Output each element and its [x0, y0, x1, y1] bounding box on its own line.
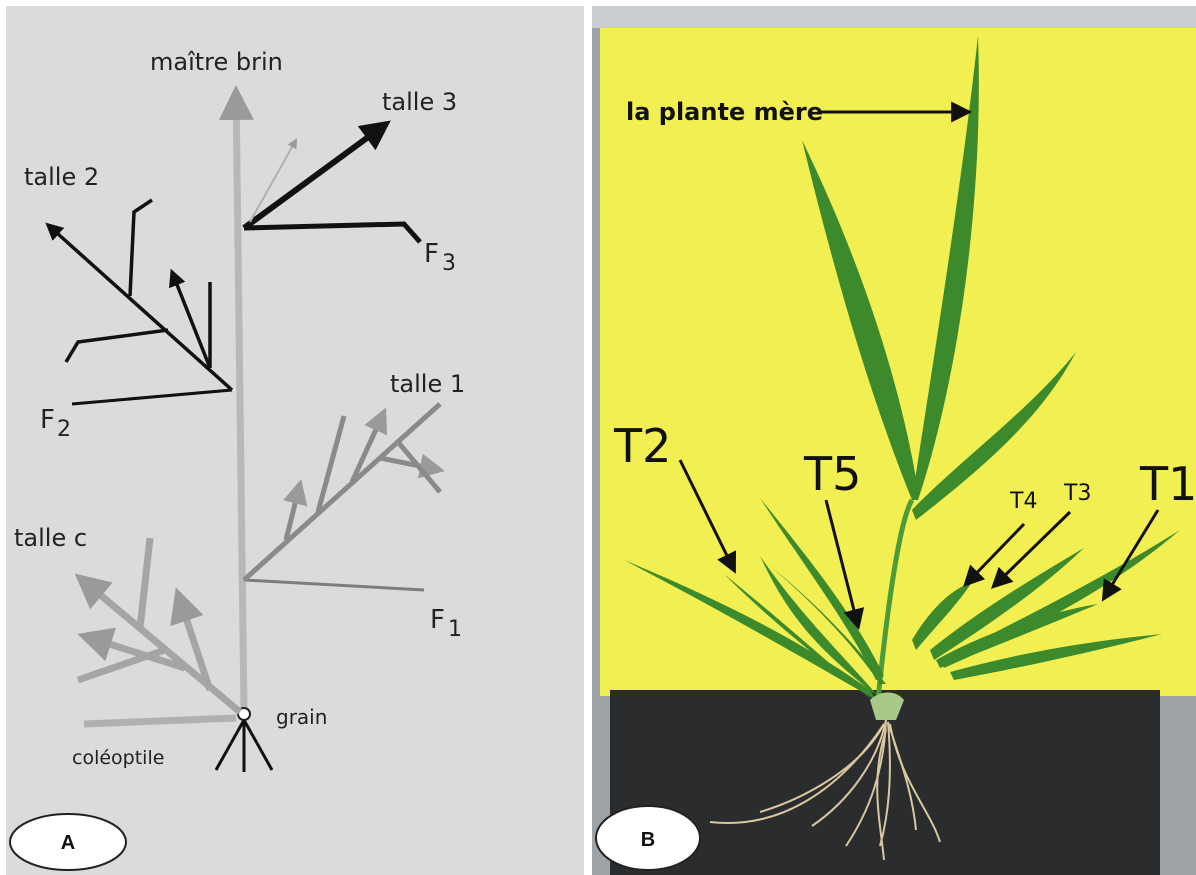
label-tiller-2: talle 2	[24, 163, 99, 191]
label-coleoptile: coléoptile	[72, 747, 164, 769]
svg-text:F: F	[40, 405, 55, 435]
svg-text:3: 3	[442, 251, 456, 276]
label-mother-plant: la plante mère	[626, 98, 823, 126]
label-tiller-3: talle 3	[382, 88, 457, 116]
label-t5: T5	[803, 447, 861, 501]
label-t2: T2	[613, 419, 671, 473]
label-t1: T1	[1139, 457, 1196, 511]
svg-text:F: F	[430, 605, 445, 635]
svg-text:2: 2	[57, 417, 71, 442]
label-grain: grain	[276, 705, 327, 729]
label-t4: T4	[1009, 489, 1037, 514]
label-t3: T3	[1063, 481, 1091, 506]
label-tiller-1: talle 1	[390, 370, 465, 398]
label-main-stem: maître brin	[150, 48, 283, 76]
svg-text:1: 1	[448, 617, 462, 642]
label-tiller-c: talle c	[14, 524, 87, 552]
panel-b-wall-top	[592, 6, 1196, 28]
panel-a-background	[6, 6, 584, 875]
panel-b: la plante mère T2 T5 T4 T3 T1 B	[592, 6, 1196, 875]
panel-a-letter: A	[61, 832, 75, 854]
panel-a: maître brin talle 3 talle 2 talle 1 tall…	[6, 6, 584, 875]
panel-b-letter: B	[641, 829, 655, 851]
svg-text:F: F	[424, 239, 439, 269]
panel-divider	[584, 0, 592, 875]
